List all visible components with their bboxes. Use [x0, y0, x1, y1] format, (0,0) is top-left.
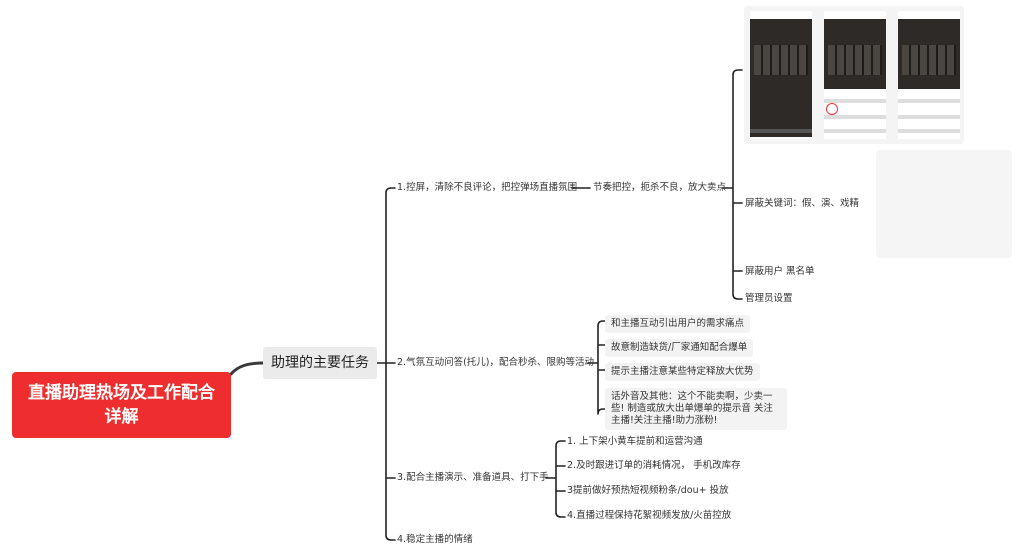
link-main-trunk [376, 187, 396, 541]
link-child-leaves [721, 69, 743, 300]
branch-2-item-2[interactable]: 故意制造缺货/厂家通知配合爆单 [605, 339, 754, 357]
branch-3-item-1[interactable]: 1. 上下架小黄车提前和运营沟通 [567, 436, 703, 447]
branch-3-item-3[interactable]: 3提前做好预热短视频粉条/dou+ 投放 [567, 485, 729, 496]
main-topic[interactable]: 助理的主要任务 [263, 347, 377, 379]
branch-3-item-4[interactable]: 4.直播过程保持花絮视频发放/火苗控放 [567, 510, 732, 521]
main-topic-label: 助理的主要任务 [271, 355, 369, 371]
phone-screenshot-3 [898, 11, 960, 139]
screenshot-thumbnails [744, 6, 964, 144]
branch-4[interactable]: 4.稳定主播的情绪 [397, 534, 473, 545]
link-b3-leaves [545, 440, 566, 518]
link-b2-leaves [587, 320, 608, 415]
branch-1-item-2[interactable]: 屏蔽用户 黑名单 [745, 266, 815, 277]
branch-3-item-2[interactable]: 2.及时跟进订单的消耗情况， 手机改库存 [567, 460, 741, 471]
branch-2-item-4[interactable]: 话外音及其他：这个不能卖啊，少卖一些! 制造或放大出单爆单的提示音 关注主播!关… [605, 388, 787, 430]
blank-panel [876, 150, 1012, 258]
branch-1-child[interactable]: 节奏把控，扼杀不良，放大卖点 [593, 182, 727, 193]
root-topic[interactable]: 直播助理热场及工作配合详解 [12, 372, 231, 438]
phone-screenshot-1 [750, 11, 812, 139]
root-topic-label: 直播助理热场及工作配合详解 [28, 383, 215, 427]
branch-1[interactable]: 1.控屏，清除不良评论，把控弹场直播氛围 [397, 182, 578, 193]
branch-2-item-3[interactable]: 提示主播注意某些特定释放大优势 [605, 363, 760, 381]
link-root-main [229, 361, 265, 376]
branch-3[interactable]: 3.配合主播演示、准备道具、打下手 [397, 472, 549, 483]
branch-2[interactable]: 2.气氛互动问答(托儿)，配合秒杀、限购等活动 [397, 357, 594, 368]
branch-1-item-1[interactable]: 屏蔽关键词：假、演、戏精 [745, 198, 860, 209]
branch-2-item-1[interactable]: 和主播互动引出用户的需求痛点 [605, 315, 751, 333]
branch-1-item-3[interactable]: 管理员设置 [745, 293, 793, 304]
phone-screenshot-2 [824, 11, 886, 139]
